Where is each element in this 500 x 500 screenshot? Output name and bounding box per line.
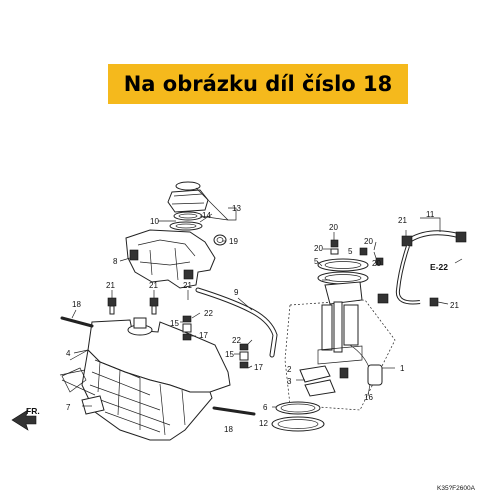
reference-leader (454, 258, 463, 264)
callout-18-bottom: 18 (224, 425, 233, 434)
pad-part-7 (81, 395, 105, 415)
diagram-code: K35?F2600A (437, 485, 476, 492)
banner-text: Na obrázku díl číslo 18 (123, 72, 393, 96)
callout-2: 2 (287, 365, 292, 374)
callout-9: 9 (234, 288, 239, 297)
fuel-pump-module (284, 258, 396, 411)
callout-17-b: 17 (254, 363, 263, 372)
set-plate-12 (271, 416, 325, 432)
fuel-filter (299, 365, 336, 397)
callout-10: 10 (150, 217, 159, 226)
callout-labels: 13 14 10 19 8 9 18 21 21 21 22 15 17 4 7… (66, 204, 459, 434)
callout-19: 19 (229, 237, 238, 246)
callout-8: 8 (113, 257, 118, 266)
callout-11: 11 (426, 210, 435, 219)
strip-18-bottom (212, 406, 256, 416)
leader-lines (71, 187, 449, 408)
callout-20-a: 20 (329, 223, 338, 232)
seal-ring-6 (275, 401, 321, 415)
callout-17-a: 17 (199, 331, 208, 340)
callout-21-b: 21 (149, 281, 158, 290)
bolts-21 (107, 297, 159, 315)
callout-5-b: 5 (348, 247, 353, 256)
callout-7: 7 (66, 403, 71, 412)
callout-21-a: 21 (106, 281, 115, 290)
fuel-cap (167, 181, 209, 213)
front-direction-label: FR. (26, 406, 40, 416)
callout-13: 13 (232, 204, 241, 213)
callout-20-b: 20 (314, 244, 323, 253)
filler-bracket-assembly (125, 229, 216, 289)
collars-and-rubbers (182, 315, 249, 369)
bolts-20 (330, 239, 384, 266)
callout-21-c: 21 (183, 281, 192, 290)
callout-18-left: 18 (72, 300, 81, 309)
grommet-part-19 (213, 234, 227, 246)
callout-22-b: 22 (232, 336, 241, 345)
callout-12: 12 (259, 419, 268, 428)
callout-1: 1 (400, 364, 405, 373)
callout-20-c: 20 (364, 237, 373, 246)
callout-20-d: 20 (372, 259, 381, 268)
reference-label: E-22 (430, 262, 448, 272)
part-number-banner: Na obrázku díl číslo 18 (108, 64, 408, 104)
callout-21-e: 21 (450, 301, 459, 310)
fuel-feed-hose (377, 230, 467, 307)
strip-18-left (60, 316, 94, 328)
callout-16: 16 (364, 393, 373, 402)
callout-15-b: 15 (225, 350, 234, 359)
callout-21-d: 21 (398, 216, 407, 225)
callout-6: 6 (263, 403, 268, 412)
callout-4: 4 (66, 349, 71, 358)
breather-hose (195, 287, 278, 358)
callout-15-a: 15 (170, 319, 179, 328)
callout-3: 3 (287, 377, 292, 386)
callout-14: 14 (202, 211, 211, 220)
callout-22-a: 22 (204, 309, 213, 318)
front-direction-arrow-icon (11, 409, 37, 431)
callout-5-a: 5 (314, 257, 319, 266)
fuel-tank (59, 317, 231, 441)
